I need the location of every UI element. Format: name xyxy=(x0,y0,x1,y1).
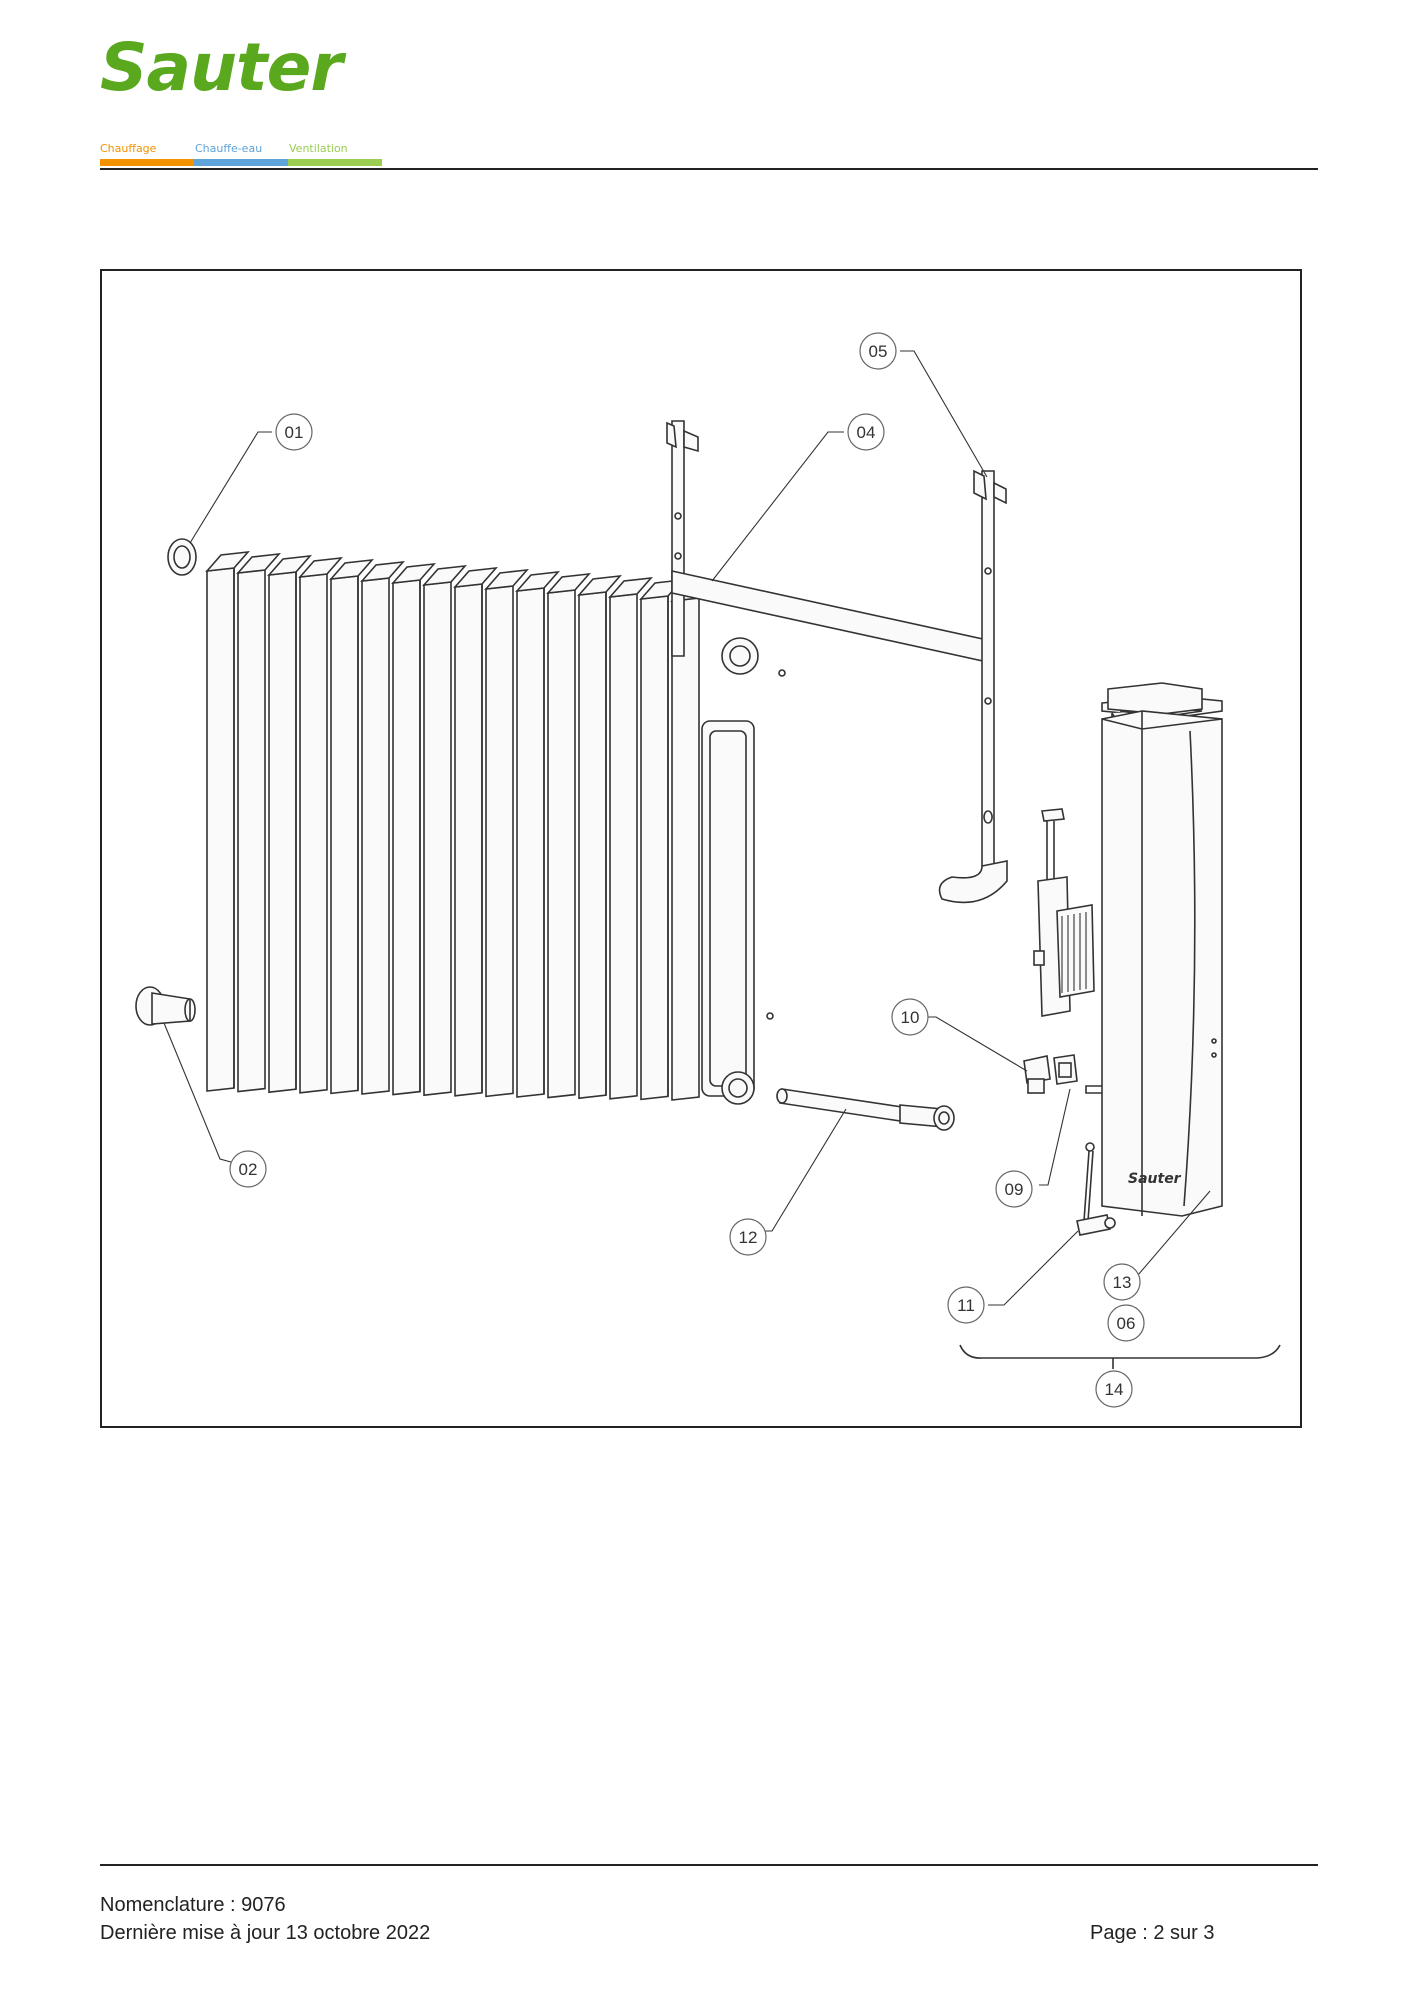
callout-01: 01 xyxy=(275,413,313,451)
callout-12: 12 xyxy=(729,1218,767,1256)
callout-05-label: 05 xyxy=(869,342,888,361)
nomenclature-text: Nomenclature : 9076 xyxy=(100,1894,286,1916)
last-update-text: Dernière mise à jour 13 octobre 2022 xyxy=(100,1922,431,1944)
callout-09: 09 xyxy=(995,1170,1033,1208)
callout-11: 11 xyxy=(947,1286,985,1324)
assembly-brace-14 xyxy=(959,1344,1281,1359)
callout-14-label: 14 xyxy=(1105,1380,1124,1399)
callout-14: 14 xyxy=(1095,1370,1133,1408)
part-12-tube xyxy=(776,1088,955,1131)
category-bar-chauffage xyxy=(100,159,194,166)
page-number: Page : 2 sur 3 xyxy=(1090,1922,1215,1944)
callout-04: 04 xyxy=(847,413,885,451)
callout-02: 02 xyxy=(229,1150,267,1188)
category-ventilation: Ventilation xyxy=(289,142,348,155)
category-chauffe-eau: Chauffe-eau xyxy=(195,142,263,155)
callout-06: 06 xyxy=(1107,1304,1145,1342)
callout-11-label: 11 xyxy=(957,1296,975,1315)
callout-04-label: 04 xyxy=(857,423,876,442)
category-bar-chauffe-eau xyxy=(194,159,288,166)
category-bar-ventilation xyxy=(288,159,382,166)
part-11-probe xyxy=(1076,1142,1116,1236)
callout-05: 05 xyxy=(859,332,897,370)
radiator-body xyxy=(205,550,786,1105)
callout-13: 13 xyxy=(1103,1263,1141,1301)
callout-02-label: 02 xyxy=(239,1160,258,1179)
callout-10: 10 xyxy=(891,998,929,1036)
callout-09-label: 09 xyxy=(1005,1180,1024,1199)
brand-wordmark: Sauter xyxy=(100,29,346,102)
footer-divider xyxy=(100,1864,1318,1866)
category-chauffage: Chauffage xyxy=(100,142,157,155)
callout-13-label: 13 xyxy=(1113,1273,1132,1292)
part-02-bottom-plug xyxy=(135,986,196,1026)
callout-leaders xyxy=(163,350,1211,1306)
part-01-top-plug xyxy=(167,538,197,576)
callout-01-label: 01 xyxy=(285,423,304,442)
electronic-board xyxy=(1033,808,1095,1017)
exploded-view-drawing: .ln{fill:none;stroke:#333;stroke-width:1… xyxy=(135,332,1281,1408)
part-13-control-column: Sauter xyxy=(1085,682,1223,1217)
header-divider xyxy=(100,168,1318,170)
part-09-10-connectors xyxy=(1023,1054,1078,1094)
sauter-logo: Sauter xyxy=(100,22,400,102)
column-brand-mark: Sauter xyxy=(1128,1171,1182,1187)
callout-06-label: 06 xyxy=(1117,1314,1136,1333)
part-04-05-wall-bracket xyxy=(666,420,1008,904)
callout-12-label: 12 xyxy=(739,1228,758,1247)
callout-10-label: 10 xyxy=(901,1008,920,1027)
exploded-view-diagram: .ln{fill:none;stroke:#333;stroke-width:1… xyxy=(100,269,1302,1428)
